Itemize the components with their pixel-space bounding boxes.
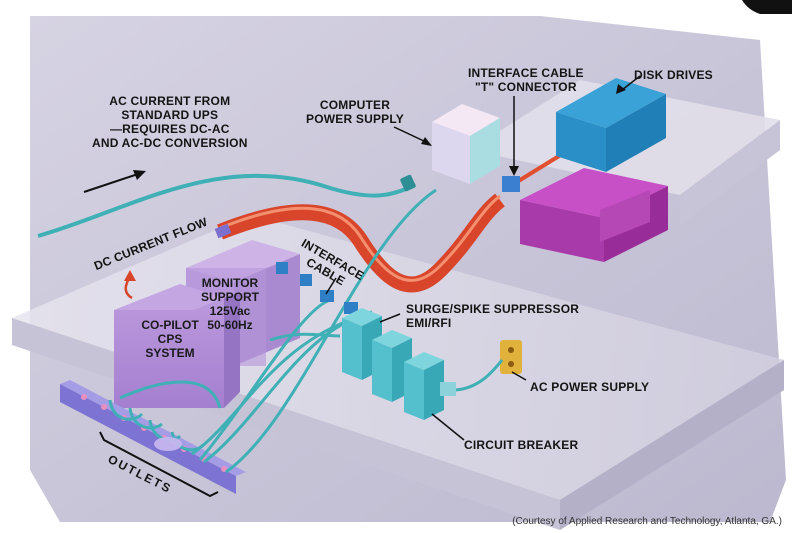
dc-flow-arrowhead xyxy=(124,270,136,281)
disk-drives-side xyxy=(606,94,666,172)
outlet-socket xyxy=(101,404,107,410)
ac-plug xyxy=(400,174,416,192)
computer-power-supply-label: COMPUTER POWER SUPPLY xyxy=(306,98,404,126)
interface-connector xyxy=(276,262,288,274)
circuit-breaker-label: CIRCUIT BREAKER xyxy=(464,438,579,452)
outlet-strip xyxy=(60,384,236,494)
monitor-support-label: MONITOR SUPPORT 125Vac 50-60Hz xyxy=(200,276,259,332)
disk-drives-pointer xyxy=(621,75,641,91)
ac-cable xyxy=(37,173,409,238)
dc-ribbon xyxy=(217,193,506,293)
corner-mark xyxy=(742,0,792,14)
platform-side xyxy=(560,360,784,530)
power-supply-front xyxy=(432,122,470,184)
wall-outlet-socket xyxy=(508,347,514,353)
dc-ribbon-highlight xyxy=(219,194,501,282)
t-connector xyxy=(502,176,520,192)
wall-outlet xyxy=(500,340,522,374)
ac-power-cable xyxy=(455,359,504,392)
power-supply-arrow xyxy=(393,126,427,143)
outlets-bracket xyxy=(99,431,219,498)
outlet-hub xyxy=(154,437,182,451)
ac-arrow-shaft xyxy=(83,173,139,193)
ac-current-label: AC CURRENT FROM STANDARD UPS —REQUIRES D… xyxy=(92,94,248,150)
shelf-side xyxy=(680,120,780,225)
disk-drives-arrowhead xyxy=(616,84,626,94)
ribbon-connector xyxy=(214,223,232,239)
magenta-box-notch xyxy=(600,190,650,242)
disk-drives-label: DISK DRIVES xyxy=(634,68,713,82)
circuit-breaker-pointer xyxy=(431,413,465,441)
ac-arrow-head xyxy=(133,170,146,180)
co-pilot-cps-label: CO-PILOT CPS SYSTEM xyxy=(141,318,199,360)
suppressor-box-3 xyxy=(404,352,444,420)
suppressor-pointer xyxy=(379,313,401,323)
interface-connector xyxy=(320,290,334,302)
interface-cable-pointer xyxy=(325,277,337,295)
interface-connector xyxy=(344,302,358,314)
ac-power-supply-label: AC POWER SUPPLY xyxy=(530,380,650,394)
wall-outlet-socket xyxy=(508,361,514,367)
cps-box-side xyxy=(224,292,240,408)
circuit-breaker-box xyxy=(440,382,456,396)
credit-line: (Courtesy of Applied Research and Techno… xyxy=(512,516,782,527)
outlet-socket xyxy=(81,394,87,400)
power-supply-side xyxy=(470,118,500,184)
power-supply-arrowhead xyxy=(421,137,432,146)
disk-drives-front xyxy=(556,112,606,172)
magenta-box-front xyxy=(520,200,604,262)
magenta-box-top xyxy=(520,168,668,218)
surge-suppressor-label: SURGE/SPIKE SUPPRESSOR EMI/RFI xyxy=(406,302,580,330)
outlet-socket xyxy=(221,466,227,472)
t-connector-arrowhead xyxy=(509,166,519,176)
disk-drives-top xyxy=(556,78,666,128)
power-supply-top xyxy=(432,104,500,136)
suppressor-box-2 xyxy=(372,330,412,402)
interface-cable-t-label: INTERFACE CABLE "T" CONNECTOR xyxy=(468,66,584,94)
interface-connector xyxy=(300,274,312,286)
ac-power-pointer xyxy=(511,371,527,381)
